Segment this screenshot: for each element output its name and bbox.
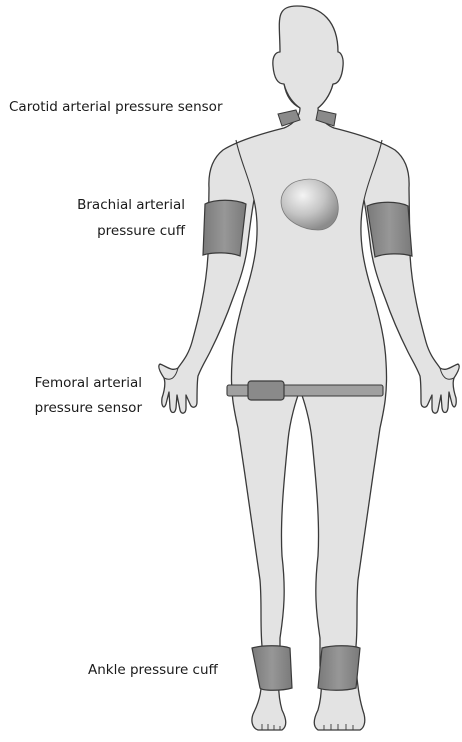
femoral-label-line1: Femoral arterial: [35, 372, 142, 395]
brachial-label-line1: Brachial arterial: [77, 194, 185, 217]
ankle-cuff-right: [318, 646, 360, 691]
femoral-sensor: [248, 381, 284, 400]
brachial-label-line2: pressure cuff: [97, 220, 185, 243]
brachial-cuff-right: [367, 202, 412, 257]
ankle-label: Ankle pressure cuff: [88, 659, 218, 682]
carotid-label: Carotid arterial pressure sensor: [9, 96, 223, 119]
femoral-label-line2: pressure sensor: [35, 397, 142, 420]
ankle-cuff-left: [252, 646, 292, 691]
brachial-cuff-left: [203, 200, 246, 256]
